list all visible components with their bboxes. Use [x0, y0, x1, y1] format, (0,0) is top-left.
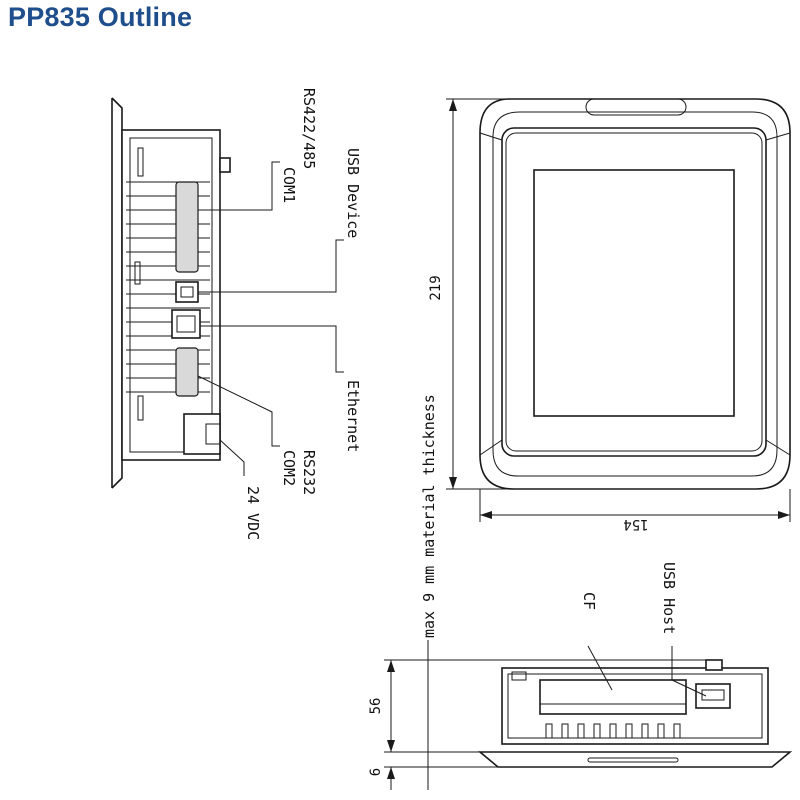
usb-device-port: [175, 281, 199, 303]
depth-dimension: [384, 640, 712, 790]
bezel-value: 6: [368, 768, 384, 776]
com2-connector: [175, 347, 199, 397]
usb-host-label: USB Host: [660, 562, 678, 634]
height-value: 219: [428, 275, 444, 300]
com1-type-label: RS422/485: [300, 88, 318, 169]
com2-type-label: RS232: [300, 450, 318, 495]
power-connector: [183, 413, 221, 455]
cooling-pins: [545, 723, 681, 739]
ethernet-label: Ethernet: [344, 380, 362, 452]
width-dimension: [479, 489, 791, 522]
page-title: PP835 Outline: [8, 2, 193, 32]
height-dimension: [446, 98, 510, 490]
bottom-view: [477, 645, 793, 768]
com1-label: COM1: [280, 167, 298, 203]
width-value: 154: [623, 516, 648, 532]
com1-connector: [175, 181, 199, 273]
usb-device-label: USB Device: [344, 148, 362, 238]
ethernet-port: [171, 309, 201, 339]
cf-label: CF: [580, 592, 598, 610]
usb-host-port: [695, 683, 731, 709]
material-thickness-note: max 9 mm material thickness: [420, 394, 438, 638]
side-view: [111, 97, 344, 489]
com2-label: COM2: [280, 450, 298, 486]
cf-slot: [539, 679, 687, 715]
display-screen: [533, 169, 735, 417]
depth-value: 56: [368, 698, 384, 715]
power-label: 24 VDC: [244, 486, 262, 540]
front-view: [479, 98, 791, 490]
